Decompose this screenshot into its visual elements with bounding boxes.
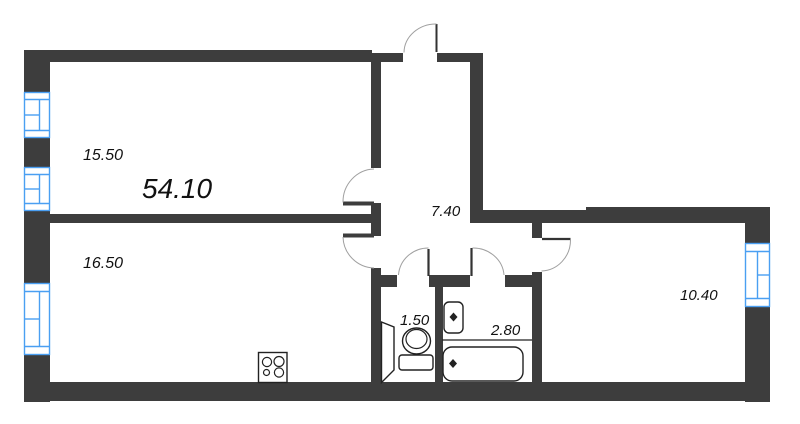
wall-segment: [745, 207, 770, 243]
doors: [342, 23, 571, 276]
wall-segment: [532, 272, 542, 382]
wall-segment: [24, 382, 770, 401]
wall-segment: [371, 268, 381, 382]
room-labels: 15.50 54.10 16.50 7.40 1.50 2.80 10.40: [83, 147, 718, 339]
wall-segment: [470, 53, 483, 210]
wall-segment: [470, 210, 770, 223]
wall-segment: [50, 214, 381, 223]
wall-segment: [371, 203, 381, 236]
duct-panel-icon: [380, 320, 395, 385]
door-icon: [470, 247, 505, 276]
window-icon: [23, 166, 51, 212]
walls: [24, 50, 770, 402]
windows: [23, 91, 771, 356]
wall-segment: [532, 223, 542, 238]
door-icon: [541, 237, 571, 272]
entry-door-icon: [403, 23, 438, 53]
wall-segment: [24, 211, 50, 283]
room-area-label: 10.40: [680, 287, 718, 304]
wall-segment: [372, 53, 403, 62]
wall-segment: [24, 50, 372, 62]
total-area-label: 54.10: [142, 173, 212, 204]
room-area-label: 1.50: [400, 312, 430, 329]
wall-segment: [586, 207, 770, 213]
room-area-label: 2.80: [490, 322, 521, 339]
room-area-label: 7.40: [431, 203, 461, 220]
wall-segment: [24, 138, 50, 167]
sink-icon: [443, 301, 464, 334]
room-area-label: 15.50: [83, 147, 123, 164]
fixtures: [257, 301, 532, 385]
door-icon: [342, 233, 375, 269]
window-icon: [744, 242, 771, 308]
wall-segment: [371, 62, 381, 168]
window-icon: [23, 282, 51, 356]
bathtub-icon: [442, 346, 524, 382]
room-area-label: 16.50: [83, 255, 123, 272]
stove-icon: [257, 351, 288, 384]
wall-segment: [435, 287, 443, 382]
toilet-icon: [398, 327, 434, 371]
window-icon: [23, 91, 51, 139]
wall-segment: [429, 275, 470, 287]
door-icon: [398, 247, 430, 276]
wall-segment: [437, 53, 483, 62]
wall-segment: [381, 275, 397, 287]
door-icon: [342, 168, 375, 206]
